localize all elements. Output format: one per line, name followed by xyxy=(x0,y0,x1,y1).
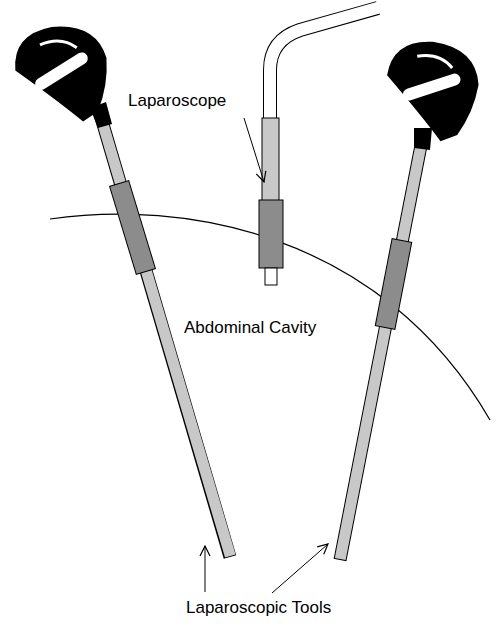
part-label: Laparoscope xyxy=(126,91,228,111)
laparoscope xyxy=(259,8,379,285)
leader-arrows xyxy=(205,118,328,593)
right-laparoscopic-tool xyxy=(340,37,483,560)
part-label: Laparoscopic Tools xyxy=(184,598,333,618)
left-laparoscopic-tool xyxy=(10,20,230,557)
region-label: Abdominal Cavity xyxy=(182,318,318,338)
